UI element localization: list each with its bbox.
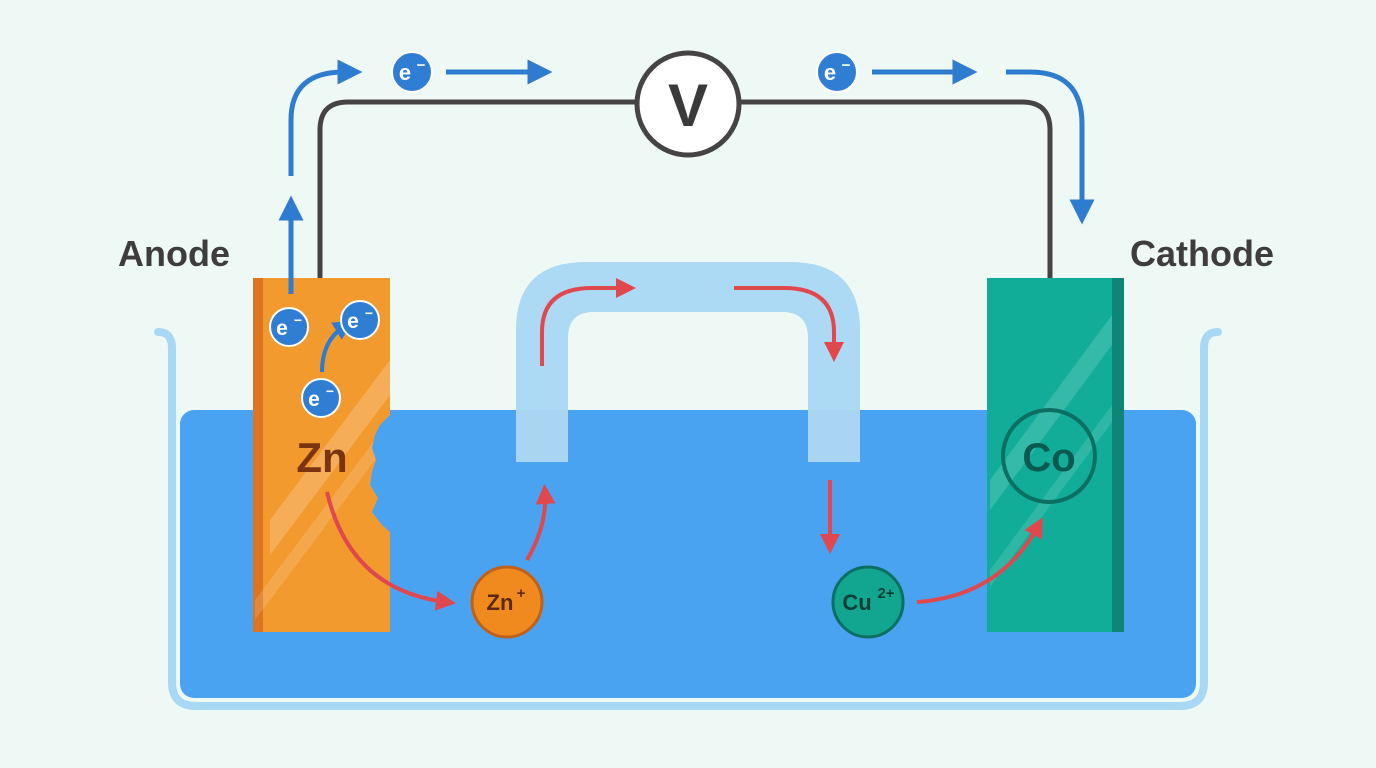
electrolyte-solution [180, 410, 1196, 698]
cobalt-cathode-electrode: Co [987, 278, 1124, 632]
salt-bridge-right-leg [808, 410, 860, 462]
svg-text:e: e [347, 310, 359, 333]
voltmeter-icon: V [634, 50, 742, 158]
svg-text:e: e [399, 60, 411, 85]
electron-icon: e − [391, 51, 433, 93]
svg-text:e: e [276, 317, 288, 340]
voltmeter-label: V [668, 72, 708, 139]
copper-ion-symbol: Cu [842, 590, 871, 615]
anode-symbol: Zn [296, 434, 347, 481]
ion-arrow [540, 278, 636, 366]
zinc-ion-charge: + [517, 585, 526, 602]
cathode-symbol: Co [1022, 436, 1075, 480]
salt-bridge-left-leg [516, 410, 568, 462]
svg-text:−: − [842, 57, 851, 74]
ion-arrow [734, 286, 844, 362]
electron-arrow [320, 320, 354, 373]
electron-icon: e − [301, 378, 341, 418]
beaker [154, 328, 1222, 710]
svg-text:e: e [824, 60, 836, 85]
zinc-ion-symbol: Zn [487, 590, 514, 615]
ion-arrow [525, 484, 556, 561]
ion-arrow [916, 517, 1043, 604]
ion-arrow [325, 491, 456, 611]
electron-arrow [288, 59, 363, 176]
svg-text:−: − [365, 305, 373, 321]
salt-bridge [516, 262, 860, 462]
svg-text:−: − [417, 57, 426, 74]
copper-ion-charge: 2+ [877, 585, 894, 602]
electron-icon: e − [816, 51, 858, 93]
electron-icon: e − [340, 300, 380, 340]
electron-icon: e − [269, 307, 309, 347]
copper-ion: Cu 2+ [831, 565, 905, 639]
svg-text:−: − [326, 383, 334, 399]
cathode-label: Cathode [1130, 233, 1274, 274]
electron-arrow [1006, 69, 1095, 225]
svg-text:e: e [308, 388, 320, 411]
anode-label: Anode [118, 233, 230, 274]
zinc-ion: Zn + [470, 565, 544, 639]
svg-text:−: − [294, 312, 302, 328]
